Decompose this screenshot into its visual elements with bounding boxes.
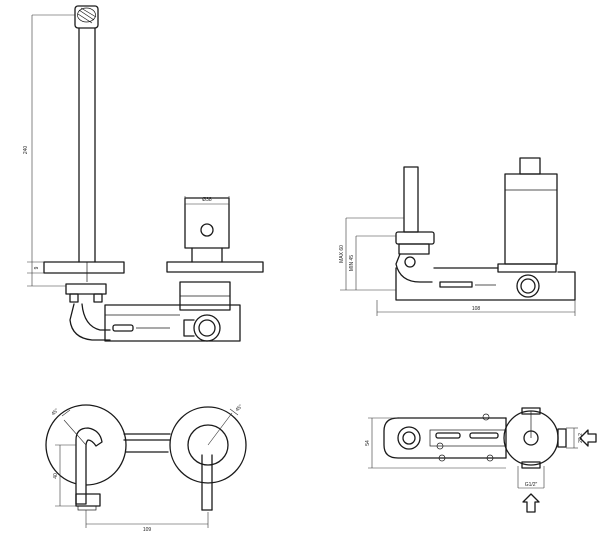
side-view: MAX 60 MIN 45 108 (339, 157, 576, 316)
mixer-wall-plate (166, 261, 264, 273)
min-depth-label: MIN 45 (349, 255, 355, 271)
side-dimensions (340, 217, 576, 316)
mixer-cartridge (179, 281, 231, 342)
mixer-handle (184, 197, 230, 263)
body-dimensions (368, 417, 578, 489)
spout-pipe (78, 27, 96, 263)
inlet-thread-label: G1/2" (525, 482, 538, 488)
body-length-label: 108 (472, 306, 481, 312)
max-depth-label: MAX 60 (339, 245, 345, 263)
top-dimensions (55, 444, 209, 528)
body-housing (383, 413, 507, 462)
handle-diameter-label: Ø38 (202, 197, 212, 203)
center-distance-label: 109 (143, 527, 152, 533)
body-cartridge (503, 407, 567, 469)
spout-base-fitting (65, 283, 111, 341)
spout-wall-plate (43, 261, 125, 282)
side-mixer-column (497, 157, 558, 273)
body-view: 54 20.2 G1/2" (365, 407, 597, 513)
inlet-arrow-bottom (522, 493, 540, 513)
left-angle-label: 45° (50, 407, 60, 417)
spout-reach-label: 40 (53, 473, 59, 479)
inlet-spacing-label: 20.2 (578, 433, 584, 443)
valve-body (104, 304, 241, 342)
side-spout (395, 166, 435, 283)
front-view: 240 9 Ø38 (23, 5, 264, 342)
top-view: 45° 45° 40 109 (45, 403, 247, 533)
spout-rosette (45, 404, 127, 511)
spout-height-label: 240 (23, 146, 29, 155)
front-dimensions (27, 14, 230, 287)
spout-top-cap (74, 5, 99, 29)
mixer-rosette (169, 406, 247, 511)
side-body (395, 267, 576, 301)
body-width-label: 54 (365, 440, 371, 446)
plate-offset-label: 9 (34, 266, 40, 269)
top-connector (123, 433, 171, 453)
right-angle-label: 45° (234, 403, 244, 413)
inlet-arrow-right (579, 429, 597, 447)
